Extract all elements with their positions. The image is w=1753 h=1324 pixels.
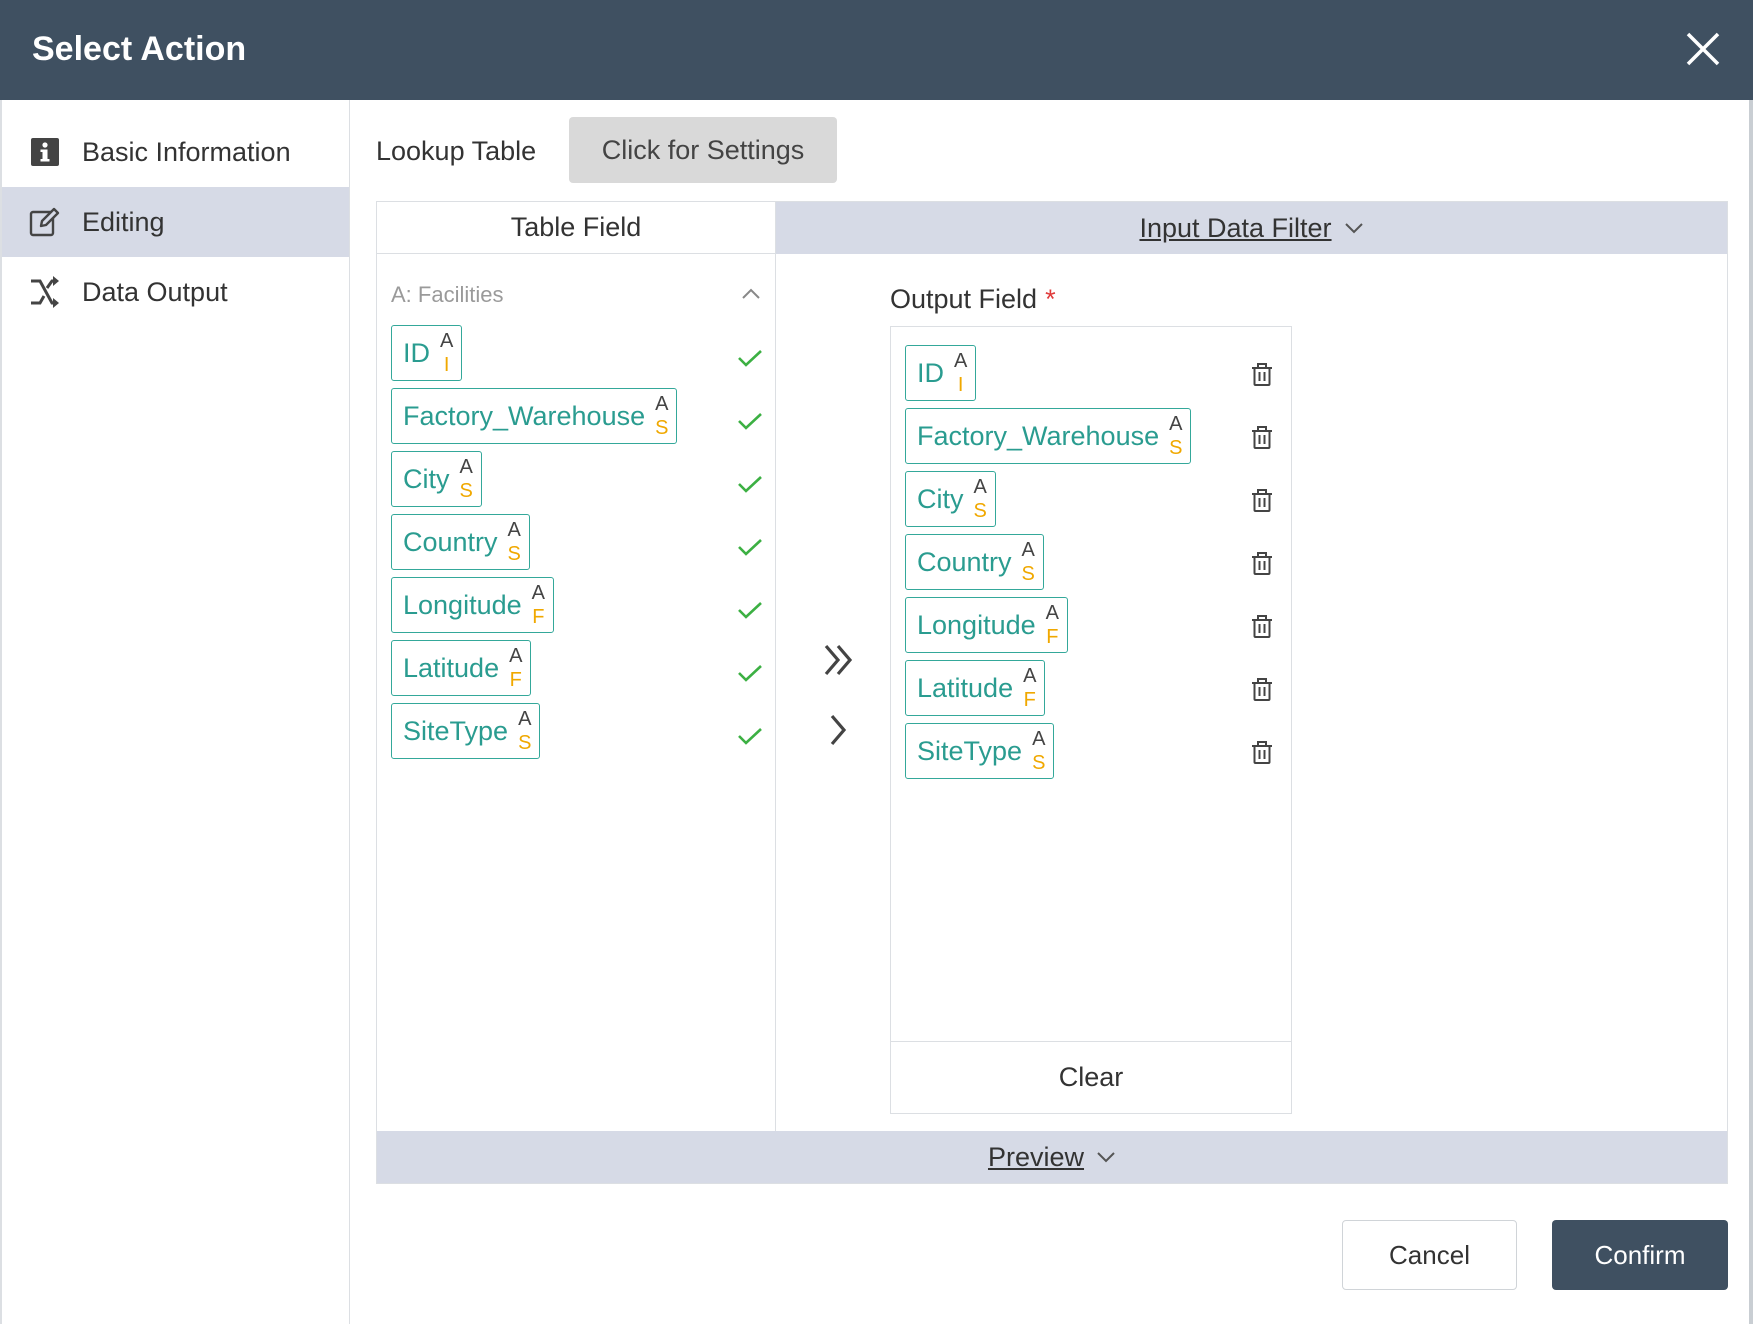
sidebar-item-label: Basic Information — [82, 136, 291, 167]
input-data-filter-bar[interactable]: Input Data Filter — [776, 202, 1727, 254]
required-mark: * — [1045, 284, 1056, 314]
trash-icon[interactable] — [1251, 552, 1273, 576]
field-group-header[interactable]: A: Facilities — [391, 282, 761, 312]
check-icon — [737, 474, 763, 494]
info-icon — [28, 135, 62, 169]
chevron-up-icon[interactable] — [741, 286, 761, 300]
field-name: Latitude — [917, 672, 1014, 703]
field-name: Longitude — [917, 609, 1036, 640]
shuffle-icon — [28, 275, 62, 309]
trash-icon[interactable] — [1251, 678, 1273, 702]
field-name: Longitude — [403, 589, 522, 620]
sidebar-item-label: Data Output — [82, 276, 228, 307]
trash-icon[interactable] — [1251, 741, 1273, 765]
check-icon — [737, 726, 763, 746]
edit-icon — [28, 205, 62, 239]
check-icon — [737, 600, 763, 620]
field-name: Country — [403, 526, 498, 557]
field-name: Country — [917, 546, 1012, 577]
field-name: SiteType — [403, 715, 509, 746]
field-name: ID — [403, 337, 430, 368]
chevron-right-icon[interactable] — [822, 710, 856, 750]
field-name: Latitude — [403, 652, 500, 683]
field-name: Factory_Warehouse — [917, 420, 1160, 451]
trash-icon[interactable] — [1251, 426, 1273, 450]
sidebar-item-data-output[interactable]: Data Output — [2, 257, 349, 327]
close-icon[interactable] — [1682, 28, 1724, 70]
check-icon — [737, 411, 763, 431]
output-field-label: Output Field* — [890, 284, 1056, 314]
field-name: ID — [917, 357, 944, 388]
trash-icon[interactable] — [1251, 615, 1273, 639]
lookup-table-label: Lookup Table — [376, 136, 537, 166]
preview-bar[interactable]: Preview — [377, 1131, 1727, 1183]
lookup-settings-button[interactable]: Click for Settings — [569, 117, 837, 183]
sidebar: Basic Information Editing Data Output — [2, 100, 350, 1324]
field-group-name: A: Facilities — [391, 282, 504, 307]
cancel-button[interactable]: Cancel — [1342, 1220, 1517, 1290]
field-name: City — [917, 483, 964, 514]
check-icon — [737, 537, 763, 557]
preview-link[interactable]: Preview — [987, 1141, 1085, 1172]
dialog-title: Select Action — [32, 30, 247, 68]
dialog-border-right — [1749, 100, 1753, 1324]
field-name: SiteType — [917, 735, 1023, 766]
confirm-button[interactable]: Confirm — [1552, 1220, 1728, 1290]
double-chevron-right-icon[interactable] — [822, 640, 856, 680]
sidebar-item-basic-information[interactable]: Basic Information — [2, 117, 349, 187]
dialog-header: Select Action — [0, 0, 1753, 100]
chevron-down-icon[interactable] — [1096, 1150, 1116, 1164]
clear-output-button[interactable]: Clear — [891, 1041, 1291, 1113]
field-name: Factory_Warehouse — [403, 400, 646, 431]
check-icon — [737, 663, 763, 683]
sidebar-item-label: Editing — [82, 206, 165, 237]
check-icon — [737, 348, 763, 368]
chevron-down-icon[interactable] — [1344, 221, 1364, 235]
field-name: City — [403, 463, 450, 494]
table-field-header: Table Field — [377, 202, 775, 254]
dialog-border-left — [0, 100, 2, 1324]
trash-icon[interactable] — [1251, 489, 1273, 513]
trash-icon[interactable] — [1251, 363, 1273, 387]
input-data-filter-link[interactable]: Input Data Filter — [1139, 212, 1332, 243]
sidebar-item-editing[interactable]: Editing — [2, 187, 349, 257]
